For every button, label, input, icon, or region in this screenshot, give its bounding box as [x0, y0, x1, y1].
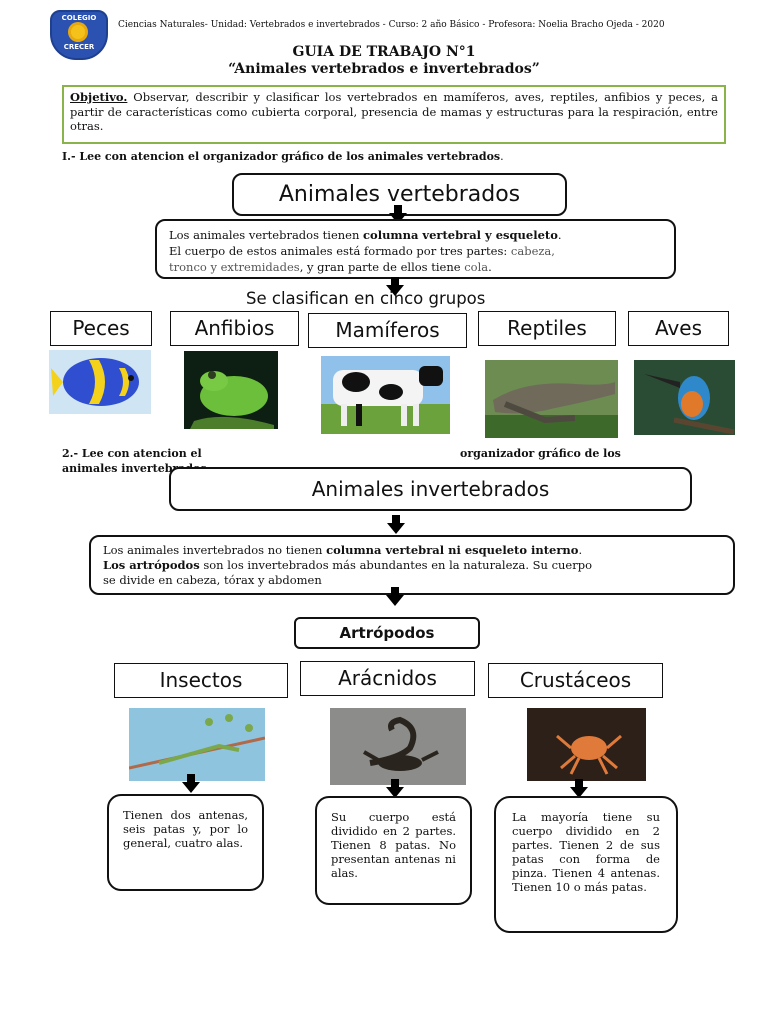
- section1-heading-end: .: [500, 150, 504, 163]
- objective-text: Observar, describir y clasificar los ver…: [70, 90, 718, 133]
- sun-icon: [71, 25, 85, 39]
- fish-image: [49, 350, 151, 414]
- vert-desc-line2: El cuerpo de estos animales está formado…: [169, 244, 511, 258]
- invert-desc-line3: se divide en cabeza, tórax y abdomen: [103, 573, 733, 588]
- vert-desc-a: Los animales vertebrados tienen: [169, 228, 363, 242]
- group-aracnidos: Arácnidos: [300, 661, 475, 696]
- invertebrates-description: Los animales invertebrados no tienen col…: [89, 535, 735, 595]
- invert-desc-b: .: [578, 543, 582, 557]
- scorpion-image: [330, 708, 466, 785]
- group-mamiferos: Mamíferos: [308, 313, 467, 348]
- insects-description: Tienen dos antenas, seis patas y, por lo…: [107, 794, 264, 891]
- section1-heading: I.- Lee con atencion el organizador gráf…: [62, 150, 504, 163]
- cow-image: [321, 356, 450, 434]
- invert-desc-line2: son los invertebrados más abundantes en …: [200, 558, 592, 572]
- classify-text: Se clasifican en cinco grupos: [246, 289, 485, 308]
- crocodile-image: [485, 360, 618, 438]
- vert-desc-gray3: cola: [464, 260, 488, 274]
- group-anfibios: Anfibios: [170, 311, 299, 346]
- group-peces: Peces: [50, 311, 152, 346]
- invert-desc-a: Los animales invertebrados no tienen: [103, 543, 326, 557]
- arachnids-description: Su cuerpo está dividido en 2 partes. Tie…: [315, 796, 472, 905]
- invert-desc-arthropods: Los artrópodos: [103, 558, 200, 572]
- vert-desc-bold: columna vertebral y esqueleto: [363, 228, 558, 242]
- logo-top-text: COLEGIO: [52, 14, 106, 22]
- group-insectos: Insectos: [114, 663, 288, 698]
- invertebrates-box: Animales invertebrados: [169, 467, 692, 511]
- crustaceans-description: La mayoría tiene su cuerpo dividido en 2…: [494, 796, 678, 933]
- section1-heading-text: I.- Lee con atencion el organizador gráf…: [62, 150, 500, 163]
- objective-label: Objetivo.: [70, 90, 127, 104]
- page-subtitle: “Animales vertebrados e invertebrados”: [0, 61, 768, 77]
- group-reptiles: Reptiles: [478, 311, 616, 346]
- crab-image: [527, 708, 646, 781]
- vert-desc-line3: , y gran parte de ellos tiene: [300, 260, 464, 274]
- group-aves: Aves: [628, 311, 729, 346]
- invert-desc-bold: columna vertebral ni esqueleto interno: [326, 543, 578, 557]
- vert-desc-end: .: [488, 260, 492, 274]
- vert-desc-gray2: tronco y extremidades: [169, 260, 300, 274]
- header-info: Ciencias Naturales- Unidad: Vertebrados …: [118, 20, 665, 30]
- vert-desc-gray1: cabeza,: [511, 244, 555, 258]
- mantis-image: [129, 708, 265, 781]
- group-crustaceos: Crustáceos: [488, 663, 663, 698]
- section2-heading-right: organizador gráfico de los: [460, 447, 621, 460]
- page-title: GUIA DE TRABAJO N°1: [0, 44, 768, 60]
- frog-image: [184, 351, 278, 429]
- arrow-down-icon: [386, 515, 406, 535]
- arrow-down-icon: [181, 774, 201, 794]
- arthropods-box: Artrópodos: [294, 617, 480, 649]
- arrow-down-icon: [385, 587, 405, 607]
- vertebrates-description: Los animales vertebrados tienen columna …: [155, 219, 676, 279]
- kingfisher-image: [634, 360, 735, 435]
- vert-desc-b: .: [558, 228, 562, 242]
- section2-heading-left: 2.- Lee con atencion el: [62, 447, 202, 460]
- objective-box: Objetivo. Observar, describir y clasific…: [62, 85, 726, 144]
